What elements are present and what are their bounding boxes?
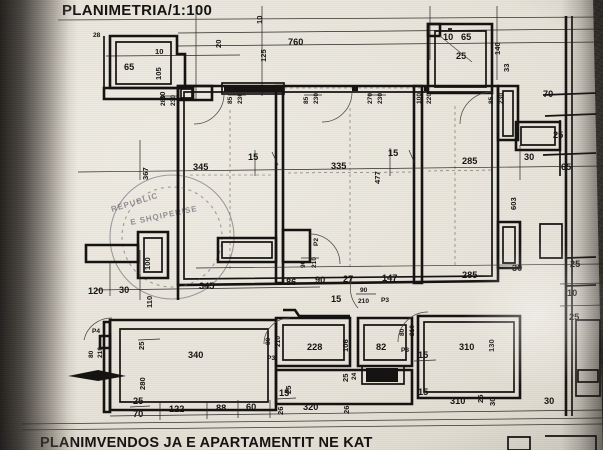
door-p4-label: P4 — [92, 328, 100, 335]
dim-top-105: 105 — [154, 67, 163, 80]
op-85c: 85 — [488, 96, 495, 104]
dim-top-760: 760 — [288, 37, 303, 47]
dim-340: 340 — [188, 350, 203, 360]
dim-477: 477 — [373, 171, 382, 184]
dim-15e: 15 — [418, 387, 428, 397]
op-230a: 230 — [170, 95, 177, 106]
dim-367: 367 — [141, 167, 150, 180]
op-230d: 230 — [377, 93, 384, 104]
dim-147: 147 — [382, 273, 397, 283]
plan-footer: PLANIMVENDOS JA E APARTAMENTIT NE KAT — [40, 435, 373, 450]
dim-top-33: 33 — [502, 64, 511, 72]
op-270: 270 — [367, 93, 374, 104]
size-80b: 80 — [399, 328, 406, 336]
dim-15f: 15 — [279, 388, 289, 398]
svg-text:REPUBLIC: REPUBLIC — [110, 191, 159, 214]
plan-title: PLANIMETRIA/1:100 — [62, 2, 212, 19]
dim-15c: 15 — [331, 294, 341, 304]
door-p2-w: 90 — [300, 260, 307, 268]
dim-15d: 15 — [418, 350, 428, 360]
dim-280: 280 — [138, 377, 147, 390]
dim-30c: 30 — [512, 263, 522, 273]
dim-320: 320 — [303, 402, 318, 412]
dim-122: 122 — [169, 404, 184, 414]
door-p2-h: 210 — [311, 257, 318, 268]
dim-100: 100 — [143, 257, 152, 270]
size-210b: 210 — [275, 336, 282, 347]
dim-285b: 285 — [462, 270, 477, 280]
dim-28: 28 — [93, 32, 101, 39]
dim-25e: 25 — [133, 396, 143, 406]
op-85a: 85 — [227, 96, 234, 104]
door-p3-left: P3 — [267, 355, 275, 362]
dim-70: 70 — [133, 409, 143, 419]
size-210a: 210 — [358, 298, 369, 305]
dim-10a: 10 — [567, 288, 577, 298]
dim-26b: 26 — [342, 406, 351, 414]
op-230b: 230 — [237, 93, 244, 104]
dim-25g: 25 — [476, 394, 485, 403]
op-85b: 85 — [303, 96, 310, 104]
dim-top-65b: 65 — [461, 32, 471, 42]
dim-top-10c: 10 — [443, 32, 453, 42]
door-p4-h: 210 — [97, 347, 104, 358]
dim-310b: 310 — [450, 396, 465, 406]
dim-345: 345 — [193, 162, 208, 172]
size-210c: 210 — [409, 325, 416, 336]
dim-top-25: 25 — [456, 51, 466, 61]
dim-25f: 25 — [341, 373, 350, 382]
dim-top-140: 140 — [493, 42, 502, 55]
dim-106: 106 — [341, 339, 350, 352]
dim-top-20: 20 — [214, 40, 223, 48]
door-p4-w: 80 — [88, 350, 95, 358]
op-280: 280 — [160, 95, 167, 106]
op-230e: 230 — [498, 93, 505, 104]
dim-30b: 30 — [119, 285, 129, 295]
op-230c: 230 — [313, 93, 320, 104]
dim-27: 27 — [343, 274, 353, 284]
dim-88: 88 — [216, 403, 226, 413]
dim-30d: 30 — [488, 398, 497, 406]
dim-335: 335 — [331, 161, 346, 171]
dim-82: 82 — [376, 342, 386, 352]
dim-25d: 25 — [137, 341, 146, 350]
op-220: 220 — [426, 93, 433, 104]
dim-120: 120 — [88, 286, 103, 296]
op-100: 100 — [416, 93, 423, 104]
dim-345b: 345 — [199, 281, 214, 291]
dim-60: 60 — [246, 402, 256, 412]
dim-90: 90 — [315, 275, 325, 285]
dim-top-10b: 10 — [155, 47, 163, 56]
dim-30e: 30 — [544, 396, 554, 406]
dim-25i: 25 — [569, 312, 579, 322]
dim-top-125: 125 — [259, 49, 268, 62]
door-p2-label: P2 — [313, 238, 320, 246]
dim-130: 130 — [487, 339, 496, 352]
dim-15a: 15 — [248, 152, 258, 162]
door-p3-right: P3 — [401, 347, 409, 354]
dim-24: 24 — [351, 372, 358, 380]
dim-228: 228 — [307, 342, 322, 352]
dim-top-65: 65 — [124, 62, 134, 72]
dim-15b: 15 — [388, 148, 398, 158]
dim-86: 86 — [286, 277, 296, 287]
dim-top-25b: 25 — [553, 130, 563, 140]
dim-25h: 25 — [284, 385, 293, 394]
size-90a: 90 — [360, 287, 368, 294]
dim-26: 26 — [276, 407, 285, 415]
dim-top-10: 10 — [255, 16, 264, 24]
door-p3-label-top: P3 — [381, 297, 389, 304]
dim-30a: 30 — [524, 152, 534, 162]
dim-110: 110 — [145, 296, 154, 308]
dim-310a: 310 — [459, 342, 474, 352]
svg-text:E SHQIPERISE: E SHQIPERISE — [130, 204, 199, 227]
official-stamp: REPUBLIC E SHQIPERISE — [109, 174, 235, 300]
size-80a: 80 — [265, 337, 272, 345]
dim-285: 285 — [462, 156, 477, 166]
dim-603: 603 — [509, 197, 518, 210]
